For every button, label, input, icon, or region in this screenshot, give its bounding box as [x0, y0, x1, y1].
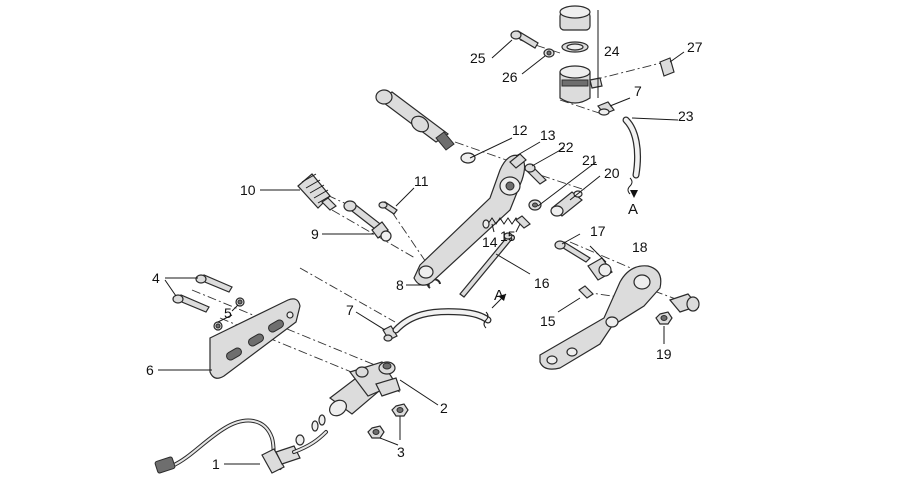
brake-hose-lower	[392, 308, 492, 334]
footrest-bracket	[539, 265, 700, 370]
label-part-3: 3	[397, 444, 405, 460]
part-24-reservoir	[559, 5, 603, 104]
label-part-2: 2	[440, 400, 448, 416]
label-part-20: 20	[604, 165, 620, 181]
label-part-24: 24	[604, 43, 620, 59]
label-part-11: 11	[414, 173, 429, 189]
label-part-17: 17	[590, 223, 606, 239]
leader-lines	[158, 10, 685, 465]
label-part-26: 26	[502, 69, 518, 85]
label-part-12: 12	[512, 122, 528, 138]
label-part-21: 21	[582, 152, 598, 168]
part-21-nut	[528, 199, 542, 211]
label-connection-a-left: A	[494, 287, 504, 304]
part-26-washer	[543, 48, 555, 58]
part-12-pushrod	[375, 89, 476, 164]
part-22-pin	[524, 163, 547, 185]
part-5-washers	[213, 297, 245, 331]
label-part-5: 5	[224, 305, 232, 321]
label-part-7-upper: 7	[634, 83, 642, 99]
part-4-screws	[172, 274, 233, 313]
label-part-6: 6	[146, 362, 154, 378]
part-6-heel-guard	[209, 298, 301, 379]
part-15-nipple	[515, 215, 594, 299]
label-part-16: 16	[534, 275, 550, 291]
label-part-8: 8	[396, 277, 404, 293]
part-13-brake-pedal	[413, 153, 527, 286]
label-part-15-lower: 15	[540, 313, 556, 329]
label-part-4: 4	[152, 270, 160, 286]
part-11-screw	[378, 201, 398, 215]
label-part-15-upper: 15	[500, 228, 516, 244]
part-7-hose-clips	[382, 101, 615, 342]
label-connection-a-right: A	[628, 201, 638, 218]
label-part-13: 13	[540, 127, 556, 143]
part-labels: 1 2 3 4 5 6 7 7 8 9 10 11 12 13 14 15 16…	[146, 39, 703, 472]
label-part-25: 25	[470, 50, 486, 66]
part-2-master-cylinder	[311, 361, 401, 432]
label-part-27: 27	[687, 39, 703, 55]
part-19-nut	[655, 311, 673, 325]
part-25-screw	[510, 30, 539, 49]
label-part-19: 19	[656, 346, 672, 362]
label-part-1: 1	[212, 456, 220, 472]
part-23-reservoir-hose	[622, 116, 642, 195]
label-part-10: 10	[240, 182, 256, 198]
part-9-pivot-pin	[343, 200, 392, 242]
part-18-bushing	[587, 257, 613, 281]
connection-arrows	[491, 190, 638, 309]
part-17-bolt	[554, 240, 591, 263]
label-part-9: 9	[311, 226, 319, 242]
part-14-spring	[482, 217, 521, 229]
part-27-clip	[659, 57, 675, 77]
label-part-23: 23	[678, 108, 694, 124]
label-part-14: 14	[482, 234, 498, 250]
part-10-rubber-peg	[297, 173, 337, 211]
part-1-brake-light-switch	[154, 418, 328, 474]
label-part-7-lower: 7	[346, 302, 354, 318]
label-part-18: 18	[632, 239, 648, 255]
part-16-rod	[459, 232, 513, 298]
label-part-22: 22	[558, 139, 574, 155]
part-3-nuts	[367, 403, 409, 439]
